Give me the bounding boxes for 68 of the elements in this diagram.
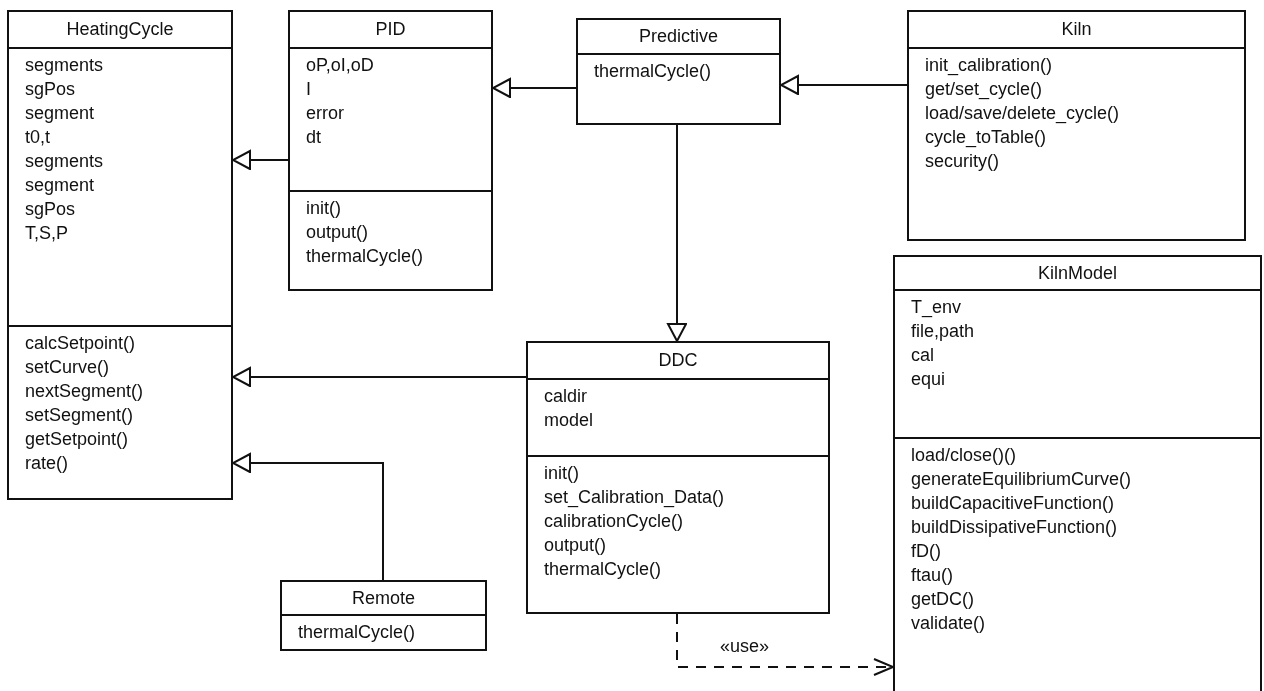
attribute-text: I xyxy=(306,78,311,101)
generalization-arrow xyxy=(232,453,384,581)
generalization-arrow xyxy=(232,150,289,170)
method-text: set_Calibration_Data() xyxy=(544,486,725,509)
method-text: load/close()() xyxy=(911,444,1017,467)
method-text: buildCapacitiveFunction() xyxy=(911,492,1115,515)
class-box xyxy=(288,10,493,291)
method-text: init() xyxy=(306,197,341,220)
method-text: load/save/delete_cycle() xyxy=(925,102,1120,125)
method-text: buildDissipativeFunction() xyxy=(911,516,1118,539)
generalization-arrow xyxy=(492,78,577,98)
class-box xyxy=(576,18,781,125)
attribute-text: cal xyxy=(911,344,934,367)
class-box xyxy=(280,580,487,651)
method-text: output() xyxy=(306,221,369,244)
method-text: thermalCycle() xyxy=(298,621,416,644)
attribute-text: error xyxy=(306,102,344,125)
attribute-text: dt xyxy=(306,126,321,149)
method-text: getSetpoint() xyxy=(25,428,129,451)
method-text: setSegment() xyxy=(25,404,134,427)
attribute-text: segments xyxy=(25,54,104,77)
method-text: calibrationCycle() xyxy=(544,510,684,533)
attribute-text: segment xyxy=(25,174,95,197)
class-box xyxy=(893,255,1262,691)
method-text: thermalCycle() xyxy=(306,245,424,268)
attribute-text: t0,t xyxy=(25,126,50,149)
method-text: generateEquilibriumCurve() xyxy=(911,468,1132,491)
class-box xyxy=(907,10,1246,241)
class-name: PID xyxy=(375,19,406,40)
method-text: nextSegment() xyxy=(25,380,144,403)
method-text: ftau() xyxy=(911,564,953,587)
attribute-text: equi xyxy=(911,368,946,391)
method-text: cycle_toTable() xyxy=(925,126,1047,149)
method-text: output() xyxy=(544,534,607,557)
class-name: Kiln xyxy=(1061,19,1092,40)
class-box xyxy=(7,10,233,500)
attribute-text: caldir xyxy=(544,385,587,408)
method-text: calcSetpoint() xyxy=(25,332,136,355)
generalization-arrow xyxy=(667,124,687,342)
attribute-text: T_env xyxy=(911,296,962,319)
attribute-text: model xyxy=(544,409,594,432)
method-text: thermalCycle() xyxy=(544,558,662,581)
generalization-arrow xyxy=(232,367,527,387)
attribute-text: T,S,P xyxy=(25,222,68,245)
class-name: Predictive xyxy=(639,26,718,47)
class-name: DDC xyxy=(658,350,698,371)
method-text: getDC() xyxy=(911,588,974,611)
generalization-arrow xyxy=(780,75,908,95)
class-name: Remote xyxy=(352,587,415,609)
method-text: fD() xyxy=(911,540,941,563)
attribute-text: segment xyxy=(25,102,95,125)
attribute-text: oP,oI,oD xyxy=(306,54,374,77)
dependency-arrow xyxy=(676,613,894,676)
method-text: get/set_cycle() xyxy=(925,78,1043,101)
method-text: validate() xyxy=(911,612,986,635)
attribute-text: file,path xyxy=(911,320,975,343)
class-name: HeatingCycle xyxy=(66,19,174,40)
method-text: rate() xyxy=(25,452,68,475)
method-text: thermalCycle() xyxy=(594,60,712,83)
class-box xyxy=(526,341,830,614)
method-text: init() xyxy=(544,462,579,485)
attribute-text: segments xyxy=(25,150,104,173)
method-text: init_calibration() xyxy=(925,54,1053,77)
attribute-text: sgPos xyxy=(25,78,76,101)
method-text: security() xyxy=(925,150,999,173)
method-text: setCurve() xyxy=(25,356,109,379)
attribute-text: sgPos xyxy=(25,198,76,221)
class-name: KilnModel xyxy=(1037,262,1117,284)
